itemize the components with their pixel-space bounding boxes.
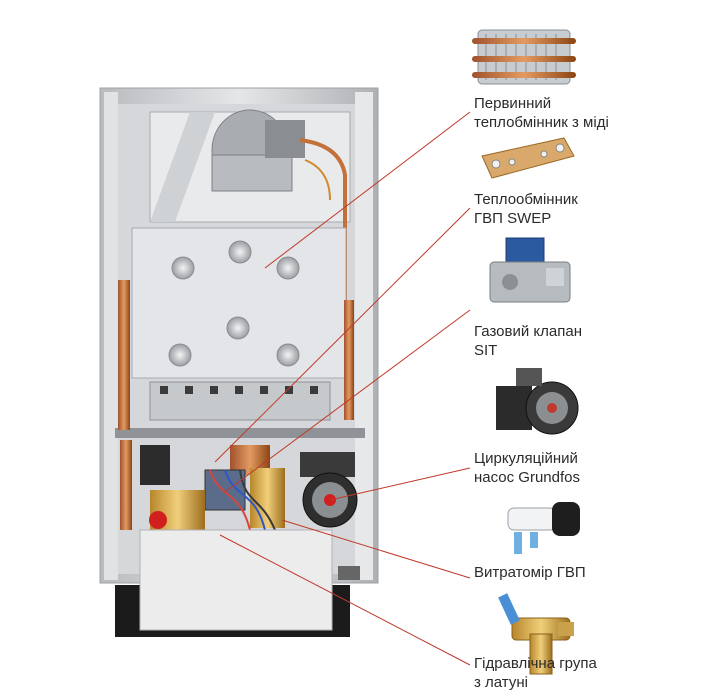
label-line: з латуні (474, 674, 528, 691)
leader-line-dhw-flowmeter (281, 519, 471, 579)
leader-line-hydraulic-group (219, 534, 471, 666)
label-dhw-flowmeter: Витратомір ГВП (474, 563, 586, 582)
label-line: насос Grundfos (474, 469, 581, 486)
brass-hydraulic-group-icon (498, 593, 574, 675)
label-line: теплобмінник з міді (474, 114, 609, 131)
label-gas-valve: Газовий клапан SIT (474, 322, 582, 360)
label-line: Циркуляційний (474, 450, 578, 467)
label-primary-heat-exchanger: Первинний теплобмінник з міді (474, 94, 609, 132)
label-line: Гідравлічна група (474, 655, 597, 672)
label-line: Первинний (474, 95, 552, 112)
copper-heat-exchanger-icon (472, 29, 576, 85)
flowmeter-icon (507, 502, 580, 554)
leader-line-gas-valve (224, 309, 471, 493)
label-line: Витратомір ГВП (474, 564, 586, 581)
leader-lines (214, 111, 471, 666)
label-hydraulic-group: Гідравлічна група з латуні (474, 654, 597, 692)
label-line: Газовий клапан (474, 323, 582, 340)
leader-line-dhw-heat-exchanger (214, 207, 471, 463)
label-dhw-heat-exchanger: Теплообмінник ГВП SWEP (474, 190, 578, 228)
gas-valve-icon (489, 237, 571, 303)
label-line: Теплообмінник (474, 191, 578, 208)
label-line: SIT (474, 342, 498, 359)
control-box (139, 529, 333, 631)
label-circulation-pump: Циркуляційний насос Grundfos (474, 449, 580, 487)
leader-line-primary-heat-exchanger (264, 111, 471, 269)
circulation-pump-icon (496, 368, 579, 435)
plate-heat-exchanger-icon (481, 137, 575, 179)
leader-line-circulation-pump (329, 467, 471, 501)
boiler-unit (99, 87, 379, 637)
label-line: ГВП SWEP (474, 210, 552, 227)
